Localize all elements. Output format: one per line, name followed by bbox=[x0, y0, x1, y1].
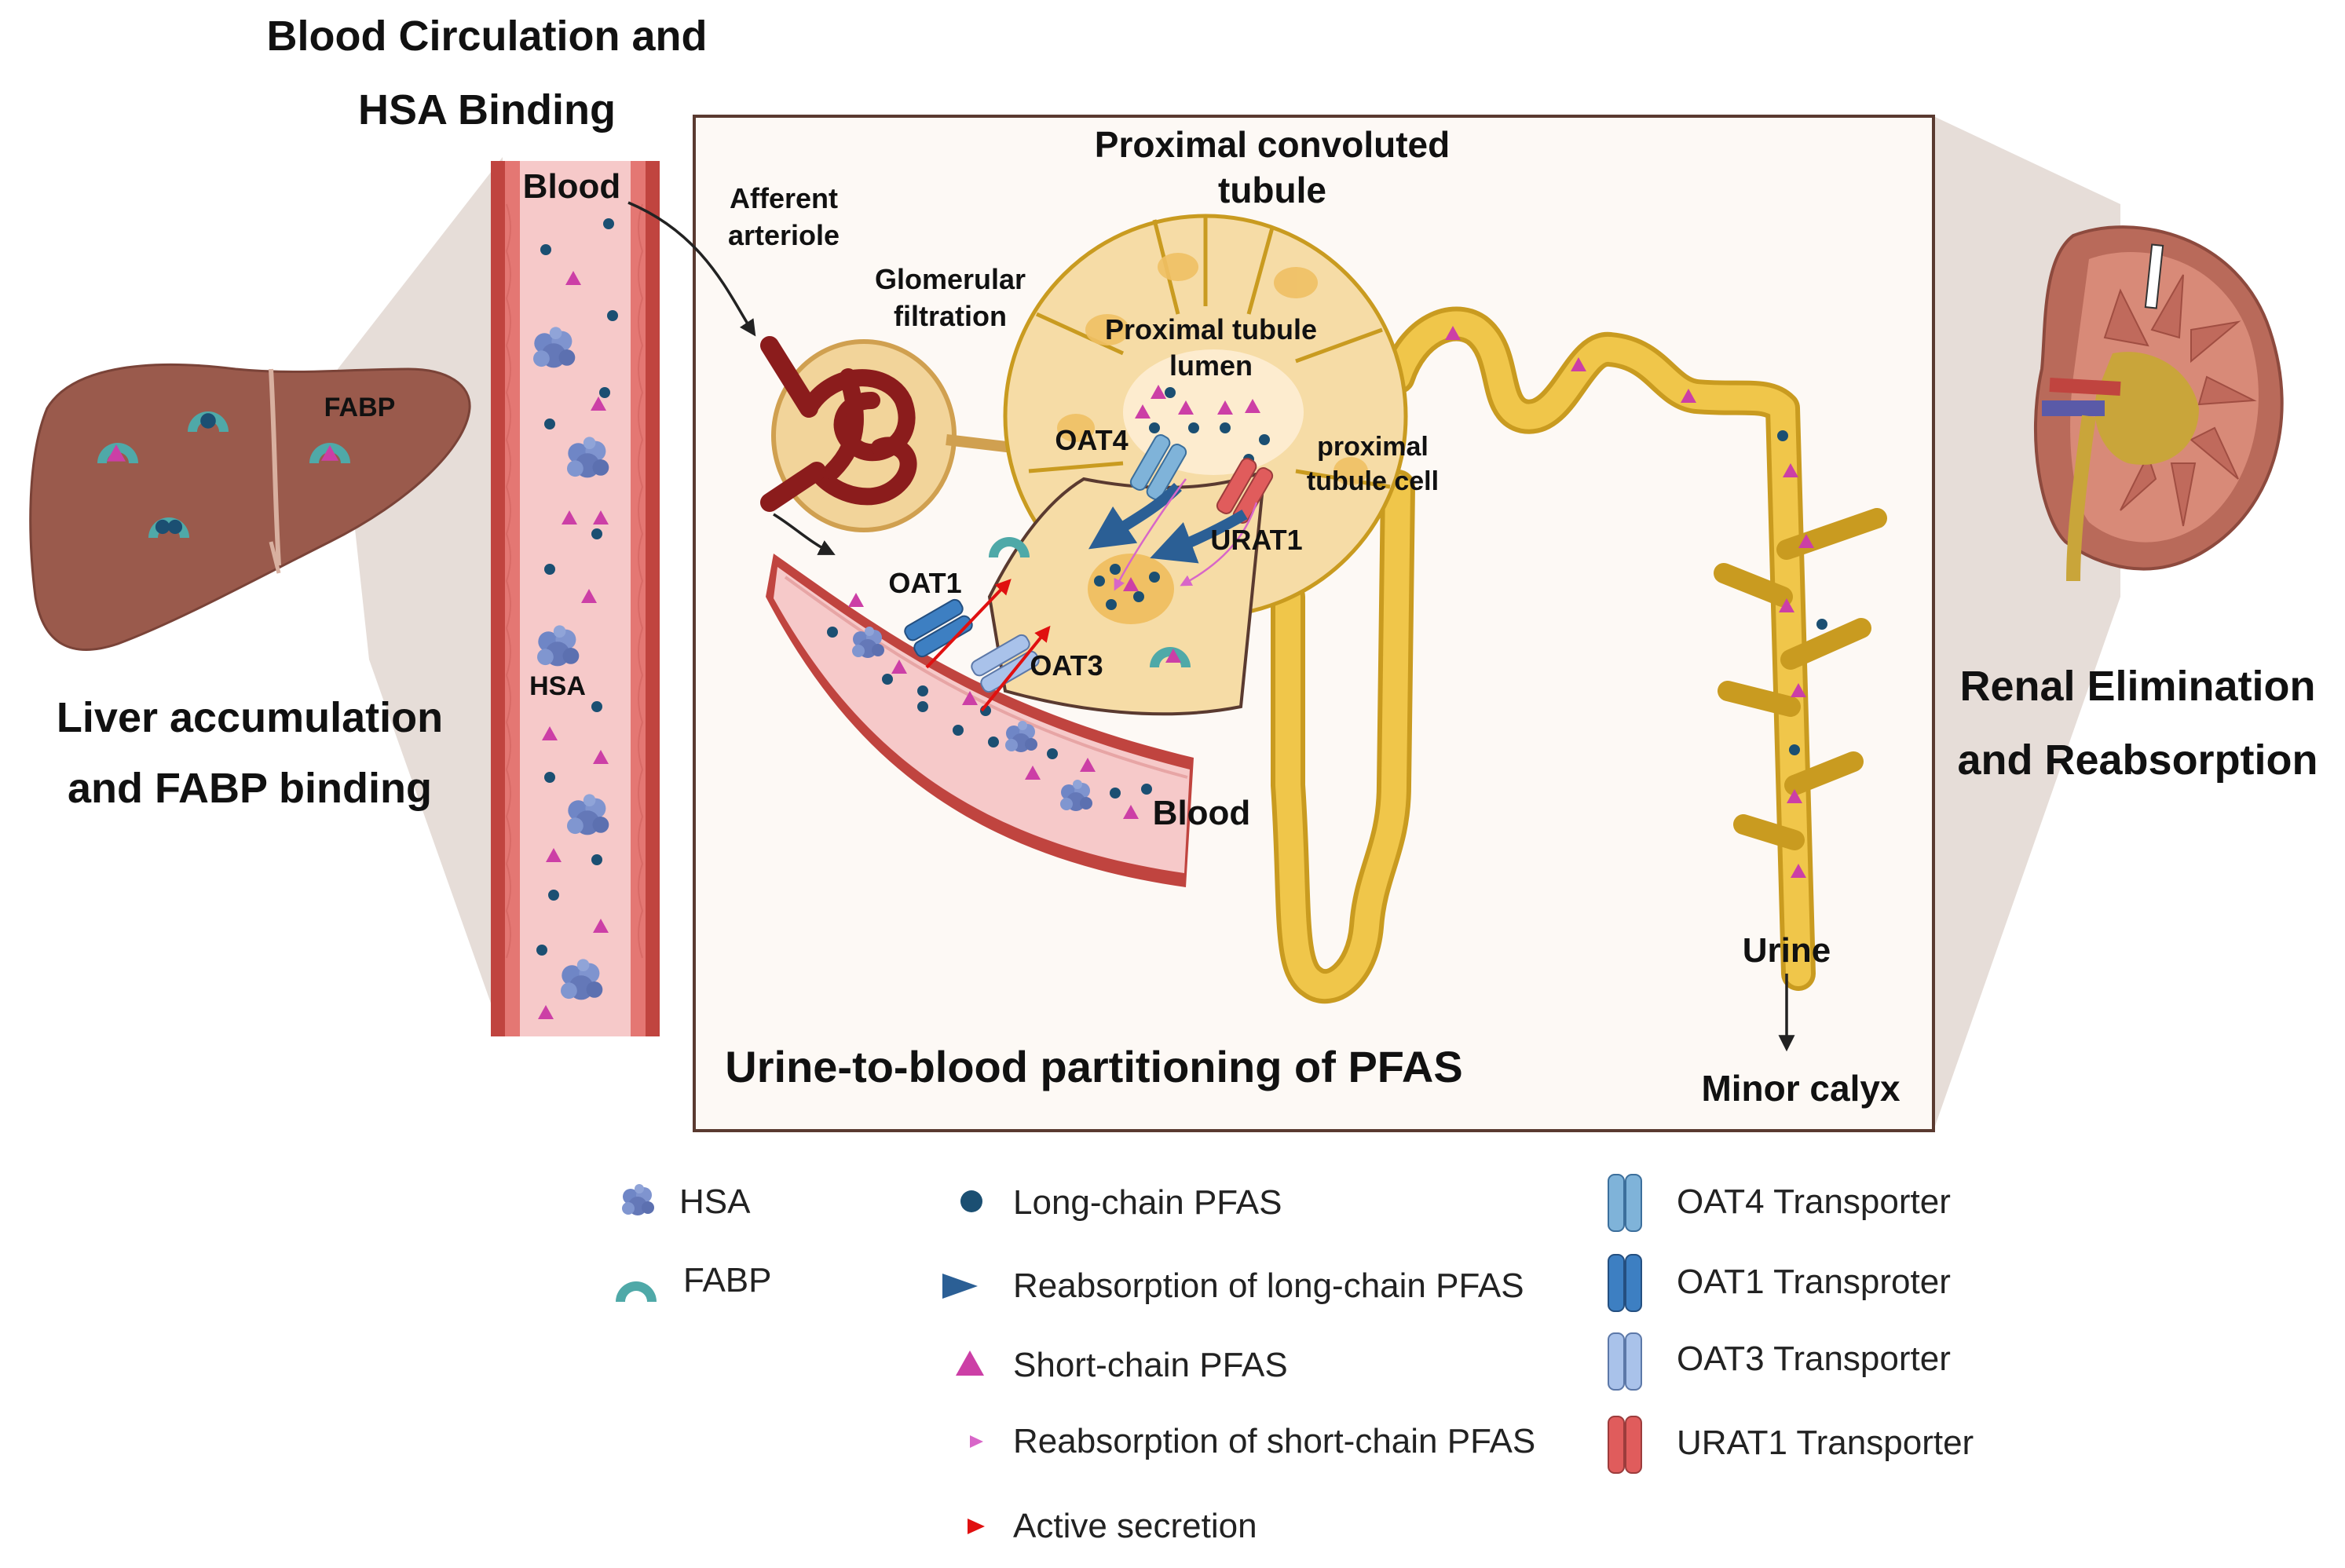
heading-blood-circulation: Blood Circulation and bbox=[267, 13, 708, 60]
legend-label-oat3: OAT3 Transporter bbox=[1677, 1340, 1951, 1378]
label-oat4: OAT4 bbox=[1055, 424, 1128, 456]
legend-label-oat1: OAT1 Transproter bbox=[1677, 1263, 1951, 1301]
transporter-oat1 bbox=[904, 598, 973, 658]
label-oat1: OAT1 bbox=[888, 567, 961, 599]
legend-item-oat1: OAT1 Transproter bbox=[1608, 1254, 1951, 1312]
label-lumen-1: Proximal tubule bbox=[1105, 313, 1317, 345]
label-minor-calyx: Minor calyx bbox=[1701, 1068, 1901, 1109]
legend-label-urat1: URAT1 Transporter bbox=[1677, 1424, 1974, 1462]
transporter-icon bbox=[1608, 1332, 1642, 1391]
label-pct-2: tubule bbox=[1218, 170, 1326, 210]
label-blood-bottom: Blood bbox=[1153, 794, 1251, 832]
legend-label-oat4: OAT4 Transporter bbox=[1677, 1182, 1951, 1221]
reabsorption-long-arrows bbox=[1088, 483, 1248, 564]
label-fabp-liver: FABP bbox=[324, 393, 396, 422]
legend: HSA FABP Long-chain PFAS Reabsorption of… bbox=[616, 1174, 1974, 1545]
heading-liver-1: Liver accumulation bbox=[57, 694, 443, 741]
arrow-blood-to-arteriole bbox=[627, 201, 756, 337]
legend-label-fabp: FABP bbox=[683, 1261, 772, 1299]
heading-renal-2: and Reabsorption bbox=[1957, 736, 2318, 784]
legend-label-reabs-long: Reabsorption of long-chain PFAS bbox=[1013, 1266, 1524, 1305]
legend-item-reabs-short: Reabsorption of short-chain PFAS bbox=[864, 1422, 1535, 1460]
panel-title: Urine-to-blood partitioning of PFAS bbox=[725, 1042, 1462, 1091]
legend-label-short-chain: Short-chain PFAS bbox=[1013, 1346, 1288, 1384]
legend-item-reabs-long: Reabsorption of long-chain PFAS bbox=[852, 1266, 1524, 1305]
label-oat3: OAT3 bbox=[1030, 649, 1103, 682]
legend-item-fabp: FABP bbox=[616, 1261, 772, 1302]
label-urine: Urine bbox=[1743, 931, 1831, 970]
legend-item-short-chain: Short-chain PFAS bbox=[956, 1346, 1288, 1384]
label-cell-2: tubule cell bbox=[1307, 466, 1439, 496]
label-afferent-1: Afferent bbox=[730, 182, 838, 214]
collecting-duct-branches bbox=[1714, 508, 1887, 850]
label-glomerular-1: Glomerular bbox=[875, 263, 1026, 295]
reabsorption-short-arrows bbox=[1114, 478, 1258, 591]
legend-item-urat1: URAT1 Transporter bbox=[1608, 1416, 1974, 1474]
hsa-icon bbox=[622, 1184, 654, 1215]
label-pct-1: Proximal convoluted bbox=[1095, 124, 1450, 165]
long-chain-dot-icon bbox=[960, 1190, 982, 1212]
legend-item-long-chain: Long-chain PFAS bbox=[960, 1183, 1282, 1222]
transporter-icon bbox=[1608, 1174, 1642, 1232]
liver-icon: FABP bbox=[29, 363, 471, 651]
heading-renal-1: Renal Elimination bbox=[1959, 663, 2315, 710]
label-hsa-vessel: HSA bbox=[529, 671, 586, 701]
label-lumen-2: lumen bbox=[1169, 349, 1253, 382]
legend-item-oat3: OAT3 Transporter bbox=[1608, 1332, 1951, 1391]
label-cell-1: proximal bbox=[1317, 432, 1429, 462]
glomerulus bbox=[760, 336, 1014, 555]
legend-item-active-secretion: Active secretion bbox=[876, 1507, 1257, 1545]
legend-label-hsa: HSA bbox=[679, 1182, 751, 1221]
transporter-icon bbox=[1608, 1416, 1642, 1474]
transporter-oat4 bbox=[1129, 434, 1187, 500]
legend-label-reabs-short: Reabsorption of short-chain PFAS bbox=[1013, 1422, 1535, 1460]
renal-tubule-fill bbox=[1275, 311, 1811, 999]
label-glomerular-2: filtration bbox=[894, 300, 1007, 332]
kidney-icon bbox=[2034, 225, 2284, 582]
fabp-icon bbox=[616, 1281, 657, 1302]
peritubular-capillary: Blood bbox=[766, 554, 1250, 887]
transporter-icon bbox=[1608, 1254, 1642, 1312]
label-blood-top: Blood bbox=[523, 167, 621, 206]
legend-item-oat4: OAT4 Transporter bbox=[1608, 1174, 1951, 1232]
active-secretion-arrows bbox=[925, 579, 1051, 712]
heading-liver-2: and FABP binding bbox=[68, 765, 432, 812]
label-urat1: URAT1 bbox=[1210, 524, 1302, 556]
heading-hsa-binding: HSA Binding bbox=[358, 86, 616, 133]
label-afferent-2: arteriole bbox=[728, 219, 840, 251]
liver-funnel bbox=[338, 157, 503, 1036]
short-chain-triangle-icon bbox=[956, 1351, 984, 1376]
transporter-oat3 bbox=[971, 634, 1040, 693]
blood-vessel: Blood HSA bbox=[491, 161, 660, 1036]
legend-label-long-chain: Long-chain PFAS bbox=[1013, 1183, 1282, 1222]
legend-item-hsa: HSA bbox=[622, 1182, 751, 1221]
legend-label-active-secretion: Active secretion bbox=[1013, 1507, 1257, 1545]
